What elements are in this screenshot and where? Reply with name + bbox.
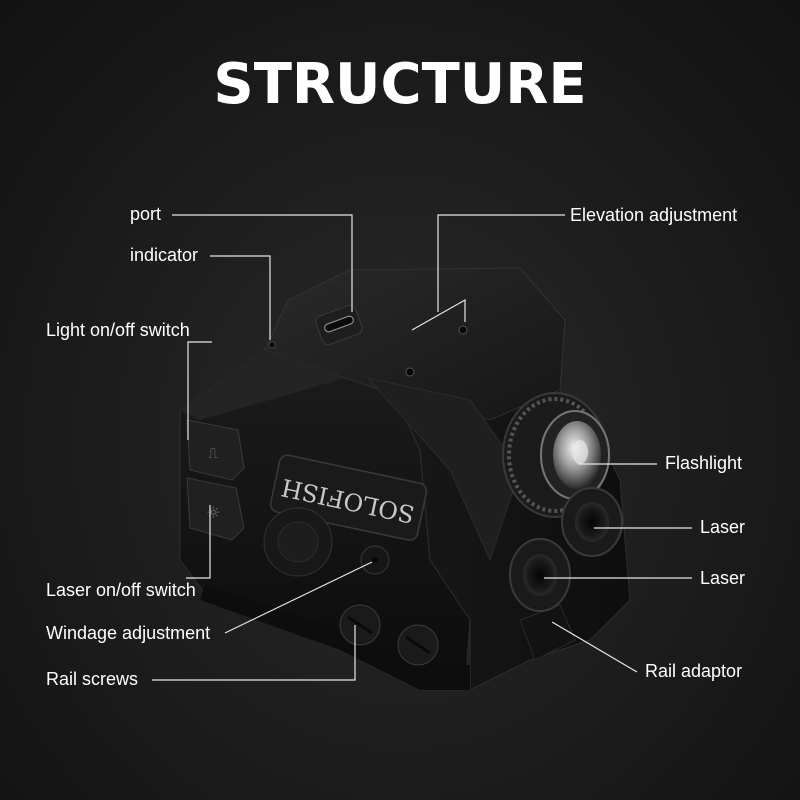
leader-elevation-branch: [411, 298, 466, 331]
laser-switch-body: [186, 477, 245, 541]
elevation-screw-2: [458, 325, 468, 335]
laser-switch-icon: ☼: [206, 503, 220, 522]
label-flashlight: Flashlight: [665, 453, 743, 473]
leader-lines: [152, 214, 692, 681]
stamp-seal: [263, 507, 333, 577]
label-elevation: Elevation adjustment: [570, 205, 738, 225]
label-laser-bottom: Laser: [700, 568, 746, 588]
leader-indicator: [210, 255, 271, 340]
elevation-screw-1: [405, 367, 415, 377]
usb-port: [315, 304, 363, 346]
flashlight: [502, 392, 610, 518]
leader-laser-switch: [186, 505, 211, 579]
page-title: STRUCTURE: [213, 52, 587, 117]
leader-windage: [224, 561, 373, 634]
leader-port: [172, 214, 353, 312]
leader-rail-adaptor: [551, 621, 638, 673]
leader-rail-screws: [152, 625, 356, 681]
label-laser-switch: Laser on/off switch: [46, 580, 196, 600]
label-indicator: indicator: [130, 245, 199, 265]
label-windage: Windage adjustment: [46, 623, 211, 643]
device-ridge: [366, 377, 521, 562]
leader-elevation: [437, 214, 565, 312]
rail-screws: [339, 604, 439, 666]
label-rail-adaptor: Rail adaptor: [645, 661, 743, 681]
laser-upper: [561, 487, 623, 557]
label-rail-screws: Rail screws: [46, 669, 139, 689]
rail-base: [200, 585, 470, 690]
leader-light-switch: [187, 341, 212, 440]
light-switch-body: [186, 419, 245, 481]
indicator-dot: [268, 341, 276, 349]
label-laser-top: Laser: [700, 517, 746, 537]
laser-lower: [509, 538, 571, 612]
label-light-switch: Light on/off switch: [46, 320, 190, 340]
light-switch-icon: ⎍: [208, 446, 218, 462]
label-port: port: [130, 204, 162, 224]
device-bevel: [180, 350, 345, 420]
